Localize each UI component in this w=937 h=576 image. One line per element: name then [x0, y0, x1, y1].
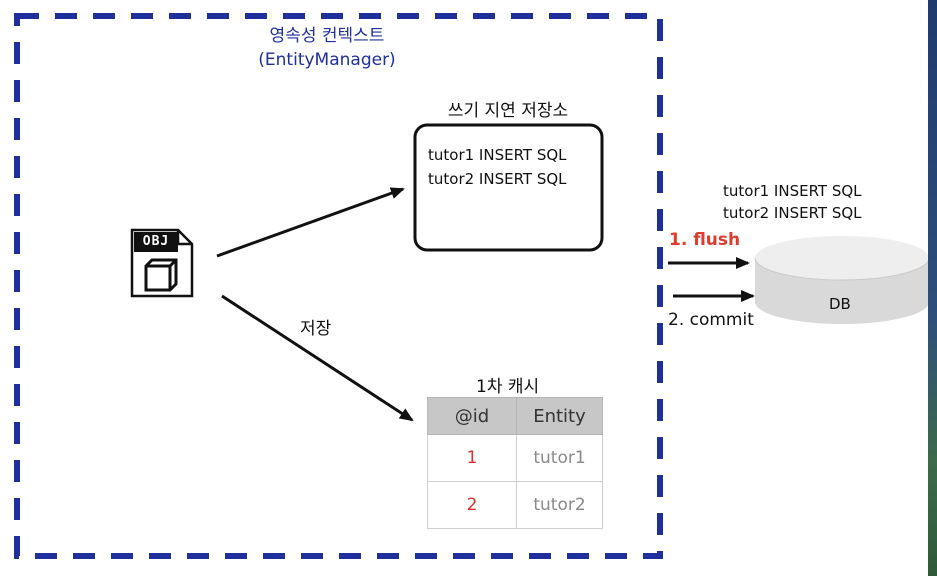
- save-label: 저장: [300, 319, 332, 339]
- entity-obj-label: OBJ: [142, 234, 170, 249]
- db-sql-line: tutor2 INSERT SQL: [723, 204, 862, 222]
- write-behind-store-title: 쓰기 지연 저장소: [447, 101, 569, 121]
- background-edge-strip: [928, 0, 937, 576]
- flush-step-label: 1. flush: [669, 230, 741, 250]
- first-level-cache-title: 1차 캐시: [476, 377, 540, 397]
- arrow-to-cache: [221, 294, 414, 422]
- first-level-cache-table: @id Entity 1 tutor1 2 tutor2: [427, 397, 603, 529]
- persistence-context-title-line2: (EntityManager): [258, 50, 396, 70]
- db-label: DB: [829, 295, 851, 313]
- arrow-to-store: [216, 187, 405, 258]
- file-cube-icon: [130, 228, 194, 298]
- write-behind-store-lines: tutor1 INSERT SQL tutor2 INSERT SQL: [428, 143, 567, 191]
- db-sql-lines: tutor1 INSERT SQL tutor2 INSERT SQL: [723, 180, 862, 224]
- cache-id-cell: 1: [427, 434, 517, 482]
- db-sql-line: tutor1 INSERT SQL: [723, 182, 862, 200]
- write-behind-sql-line: tutor2 INSERT SQL: [428, 170, 567, 188]
- commit-step-label: 2. commit: [668, 310, 754, 330]
- cache-header-entity: Entity: [516, 397, 603, 435]
- cache-entity-cell: tutor2: [516, 481, 603, 529]
- persistence-context-border: [14, 13, 663, 559]
- table-row: 1 tutor1: [427, 434, 603, 482]
- persistence-context-title: 영속성 컨텍스트 (EntityManager): [248, 24, 406, 72]
- cache-id-cell: 2: [427, 481, 517, 529]
- cache-entity-cell: tutor1: [516, 434, 603, 482]
- db-cylinder: [754, 236, 930, 324]
- write-behind-store-box: [413, 123, 604, 252]
- cache-header-id: @id: [427, 397, 517, 435]
- cache-header-row: @id Entity: [427, 397, 603, 435]
- write-behind-sql-line: tutor1 INSERT SQL: [428, 146, 567, 164]
- persistence-context-title-line1: 영속성 컨텍스트: [269, 26, 385, 46]
- table-row: 2 tutor2: [427, 481, 603, 529]
